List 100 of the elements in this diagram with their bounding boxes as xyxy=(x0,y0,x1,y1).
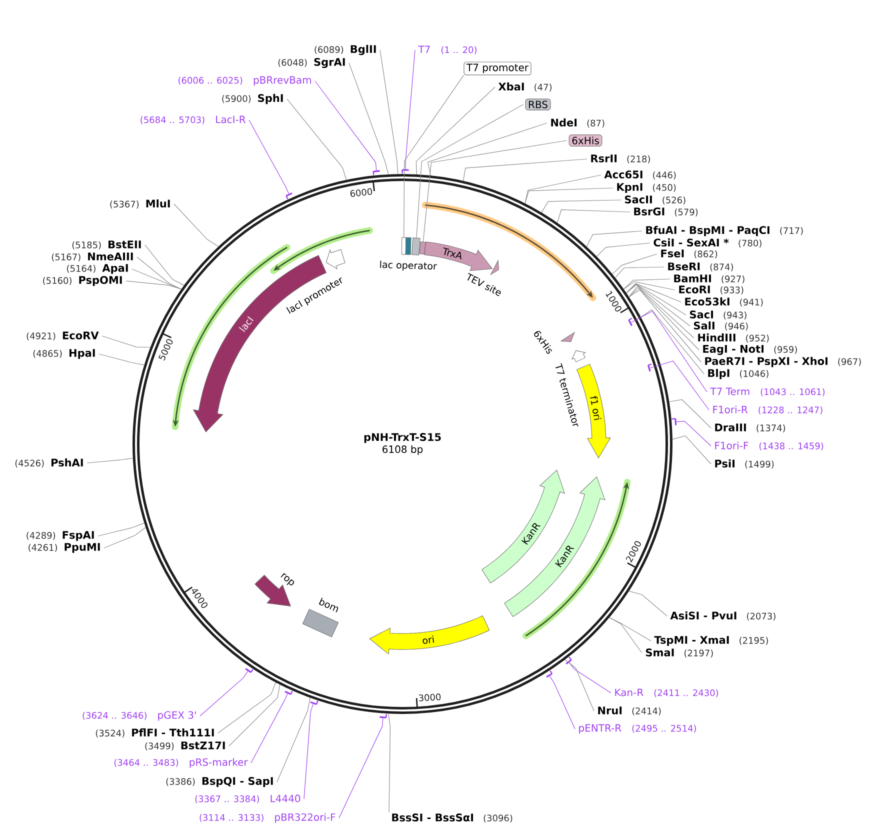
leader-line xyxy=(314,80,377,171)
enzyme-label: DraIII (1374) xyxy=(715,424,786,432)
leader-line xyxy=(98,354,145,366)
primer-label: F1ori-R (1228 .. 1247) xyxy=(713,406,822,414)
leader-line xyxy=(338,718,384,818)
enzyme-label: PsiI (1499) xyxy=(715,459,774,469)
enzyme-label: BssSI - BssSαI (3096) xyxy=(392,814,512,822)
enzyme-label: (3386) BspQI - SapI xyxy=(166,777,273,787)
enzyme-label: (6089) BglII xyxy=(314,44,376,56)
enzyme-label: XbaI (47) xyxy=(498,82,552,92)
leader-line xyxy=(136,256,182,290)
primer-mark xyxy=(310,700,318,705)
enzyme-label: (4261) PpuMI xyxy=(28,543,100,553)
primer-label: pENTR-R (2495 .. 2514) xyxy=(579,724,696,734)
leader-line xyxy=(98,522,145,536)
primer-label: (3624 .. 3646) pGEX 3' xyxy=(82,711,196,721)
feature-box xyxy=(412,237,420,256)
feature-tag: 6xHis xyxy=(568,134,602,146)
primer-mark xyxy=(628,318,633,326)
leader-line xyxy=(524,188,614,204)
leader-line xyxy=(550,676,576,730)
enzyme-label: (6048) SgrAI xyxy=(278,58,345,68)
enzyme-label: (4289) FspAI xyxy=(26,531,94,541)
leader-line xyxy=(144,244,184,286)
primer-mark xyxy=(566,656,572,664)
enzyme-label: CsiI - SexAI * (780) xyxy=(654,238,762,248)
leader-line xyxy=(405,50,416,170)
feature-box xyxy=(405,237,412,255)
leader-line xyxy=(304,704,314,800)
primer-mark xyxy=(546,670,553,678)
leader-line xyxy=(630,310,708,392)
primer-label: (5684 .. 5703) LacI-R xyxy=(140,116,246,124)
leader-line xyxy=(174,204,219,247)
leader-line xyxy=(248,120,290,194)
leader-line xyxy=(276,697,310,782)
leader-line xyxy=(626,284,690,326)
leader-line xyxy=(557,209,630,224)
leader-line xyxy=(623,281,676,290)
leader-line xyxy=(228,684,280,746)
enzyme-label: (5167) NmeAIII xyxy=(52,252,133,262)
primer-label: (3464 .. 3483) pRS-marker xyxy=(114,758,248,768)
enzyme-label: RsrII (218) xyxy=(591,154,650,164)
primer-label: F1ori-F (1438 .. 1459) xyxy=(715,442,824,450)
enzyme-label: NdeI (87) xyxy=(551,118,604,128)
primer-label: (3114 .. 3133) pBR322ori-F xyxy=(200,813,336,823)
enzyme-label: (4921) EcoRV xyxy=(26,332,99,340)
enzyme-label: KpnI (450) xyxy=(617,183,676,193)
enzyme-label: SmaI (2197) xyxy=(646,648,713,658)
primer-label: (6006 .. 6025) pBRrevBam xyxy=(178,76,311,86)
primer-mark xyxy=(380,714,387,718)
leader-line xyxy=(668,399,712,428)
enzyme-label: Eco53kI (941) xyxy=(685,297,763,307)
leader-line xyxy=(416,104,524,238)
leader-line xyxy=(640,309,704,374)
primer-mark xyxy=(284,690,293,695)
enzyme-label: EagI - NotI (959) xyxy=(703,345,797,355)
leader-line xyxy=(623,278,670,290)
primer-mark xyxy=(372,170,380,176)
enzyme-label: SalI (946) xyxy=(694,321,748,331)
enzyme-label: BseRI (874) xyxy=(668,262,733,272)
leader-line xyxy=(126,280,182,290)
leader-line xyxy=(628,289,702,362)
tick-label: 2000 xyxy=(626,541,641,562)
leader-line xyxy=(628,286,694,338)
primer-label: (3367 .. 3384) L4440 xyxy=(195,794,300,804)
leader-line xyxy=(416,86,496,175)
leader-line xyxy=(348,62,389,175)
tick-label: 3000 xyxy=(419,694,441,702)
primer-mark xyxy=(245,668,254,673)
leader-line xyxy=(250,694,288,764)
feature-segment xyxy=(326,249,346,270)
enzyme-label: PaeR7I - PspXI - XhoI (967) xyxy=(705,356,861,368)
enzyme-label: (4865) HpaI xyxy=(33,349,95,359)
leader-line xyxy=(218,682,276,734)
leader-line xyxy=(86,458,134,464)
leader-line xyxy=(609,617,652,642)
feature-label: rop xyxy=(280,573,294,586)
enzyme-label: (4526) PshAI xyxy=(15,458,83,468)
feature-label: TEV site xyxy=(467,272,501,296)
leader-line xyxy=(628,287,700,350)
enzyme-label: (5164) ApaI xyxy=(67,264,128,274)
enzyme-label: BsrGI (579) xyxy=(634,208,698,216)
primer-mark xyxy=(286,192,292,200)
primer-label: T7 (1 .. 20) xyxy=(418,46,476,54)
leader-line xyxy=(650,360,710,410)
enzyme-label: SacI (943) xyxy=(690,310,746,320)
leader-line xyxy=(427,122,548,176)
enzyme-label: (3524) PflFI - Tth111I xyxy=(96,728,214,738)
leader-line xyxy=(564,659,594,712)
enzyme-label: Acc65I (446) xyxy=(604,170,676,180)
enzyme-label: (3499) BstZ17I xyxy=(145,742,225,750)
leader-line xyxy=(609,617,642,654)
enzyme-label: NruI (2414) xyxy=(598,706,661,716)
primer-mark xyxy=(647,364,652,372)
leader-line xyxy=(200,671,248,716)
leader-line xyxy=(380,50,398,174)
feature-label: bom xyxy=(318,598,338,612)
leader-line xyxy=(422,140,568,242)
enzyme-label: (5367) MluI xyxy=(110,199,170,209)
enzyme-label: BamHI (927) xyxy=(674,274,744,284)
